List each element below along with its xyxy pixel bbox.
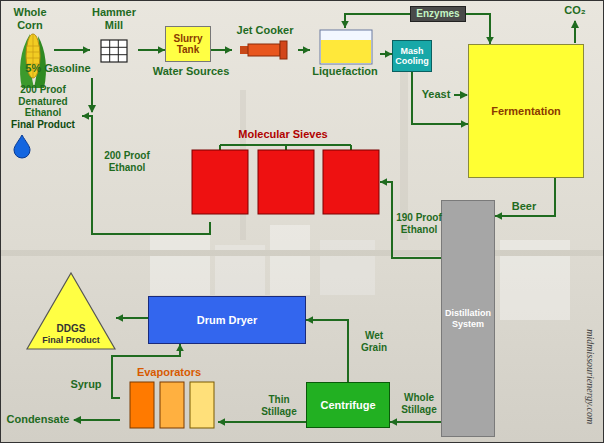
arrow-head — [486, 37, 494, 44]
arrow-head — [176, 344, 184, 351]
arrow-head — [461, 120, 468, 128]
flow-connector — [466, 14, 494, 44]
node-label: Final Product — [6, 119, 80, 131]
flow-label: Beer — [502, 200, 546, 213]
input-box: Enzymes — [410, 6, 466, 22]
tank-icon — [320, 30, 372, 64]
stream-label: Condensate — [4, 413, 72, 426]
node-label: Mash Cooling — [395, 46, 429, 67]
flow-connector — [54, 46, 90, 54]
flow-connector — [82, 112, 210, 234]
product-triangle: DDGSFinal Product — [26, 272, 116, 350]
mill-unit: Hammer Mill — [90, 4, 138, 64]
flow-connector — [218, 418, 306, 426]
sieve-columns — [192, 145, 379, 214]
flow-line — [306, 320, 348, 382]
corn-icon — [20, 34, 46, 88]
arrow-head — [303, 46, 310, 54]
arrow-head — [218, 418, 225, 426]
node-label: 200 Proof Denatured Ethanol — [6, 84, 80, 119]
flow-label: 190 Proof Ethanol — [396, 212, 442, 235]
node-label: Molecular Sieves — [188, 128, 378, 141]
stream-label: CO₂ — [558, 4, 592, 17]
flow-label: 200 Proof Ethanol — [96, 150, 158, 173]
flow-connector — [116, 314, 148, 322]
flow-label: Wet Grain — [354, 330, 394, 353]
flow-label: Thin Stillage — [256, 394, 302, 417]
flow-connector — [380, 50, 392, 58]
distillation-column: Distillation System — [441, 200, 495, 437]
cooker-unit: Jet Cooker — [232, 22, 298, 58]
flow-connector — [380, 178, 441, 258]
node-label: Enzymes — [413, 8, 463, 20]
flow-connector — [138, 46, 165, 54]
node-label: DDGS — [28, 323, 114, 335]
stream-label: 5% Gasoline — [20, 62, 96, 75]
arrow-head — [225, 46, 232, 54]
node-label: Hammer Mill — [92, 6, 136, 31]
triangle-shape — [27, 273, 115, 349]
arrow-head — [116, 314, 123, 322]
flow-connector — [495, 178, 555, 220]
flow-line — [495, 178, 555, 216]
node-label: Whole Corn — [8, 6, 52, 31]
arrow-head — [158, 46, 165, 54]
node-label: Liquefaction — [312, 65, 378, 78]
stream-label: Water Sources — [148, 65, 234, 78]
stream-label: Yeast — [418, 88, 454, 101]
flow-line — [345, 14, 410, 28]
node-label: Drum Dryer — [151, 314, 303, 327]
flow-connector — [390, 418, 441, 426]
process-box: Mash Cooling — [392, 40, 432, 72]
flow-connector — [412, 72, 468, 128]
flow-label: Syrup — [66, 378, 106, 391]
tank-unit: Liquefaction — [310, 28, 380, 80]
node-label: Evaporators — [122, 366, 216, 379]
node-label: Centrifuge — [309, 399, 387, 412]
watermark-text: midmissourienergy.com — [584, 317, 596, 437]
fermenter-tank: Fermentation — [468, 44, 584, 178]
sieve-group: Molecular Sieves — [186, 126, 380, 222]
flow-line — [466, 14, 490, 44]
node-label: Fermentation — [471, 105, 581, 118]
node-label: Distillation System — [444, 308, 492, 329]
flow-connector — [211, 46, 232, 54]
node-label: Slurry Tank — [168, 33, 208, 56]
arrow-head — [380, 178, 387, 186]
arrow-head — [495, 212, 502, 220]
arrow-head — [341, 21, 349, 28]
arrow-head — [306, 316, 313, 324]
flow-connector — [306, 316, 348, 382]
arrow-head — [82, 112, 89, 120]
arrow-head — [83, 46, 90, 54]
process-box: Slurry Tank — [165, 26, 211, 62]
source-corn: Whole Corn — [6, 4, 54, 92]
flow-connector — [298, 46, 310, 54]
node-label: Final Product — [28, 335, 114, 345]
flow-line — [412, 72, 468, 124]
flow-label: Whole Stillage — [396, 392, 442, 415]
drop-icon — [14, 135, 30, 158]
hammer-mill-icon — [101, 40, 127, 62]
flow-line — [218, 421, 306, 423]
flow-line — [82, 116, 210, 234]
process-box: Drum Dryer — [148, 296, 306, 344]
flow-line — [390, 421, 441, 423]
process-box: Centrifuge — [306, 382, 390, 428]
arrow-head — [390, 418, 397, 426]
flow-line — [380, 182, 441, 258]
flow-connector — [341, 14, 410, 28]
jet-cooker-icon — [240, 41, 287, 59]
node-label: Jet Cooker — [234, 24, 296, 37]
arrow-head — [385, 50, 392, 58]
product-output: 200 Proof Denatured EthanolFinal Product — [4, 82, 82, 154]
evaporator-group: Evaporators — [120, 364, 218, 430]
evaporator-units — [130, 382, 214, 428]
